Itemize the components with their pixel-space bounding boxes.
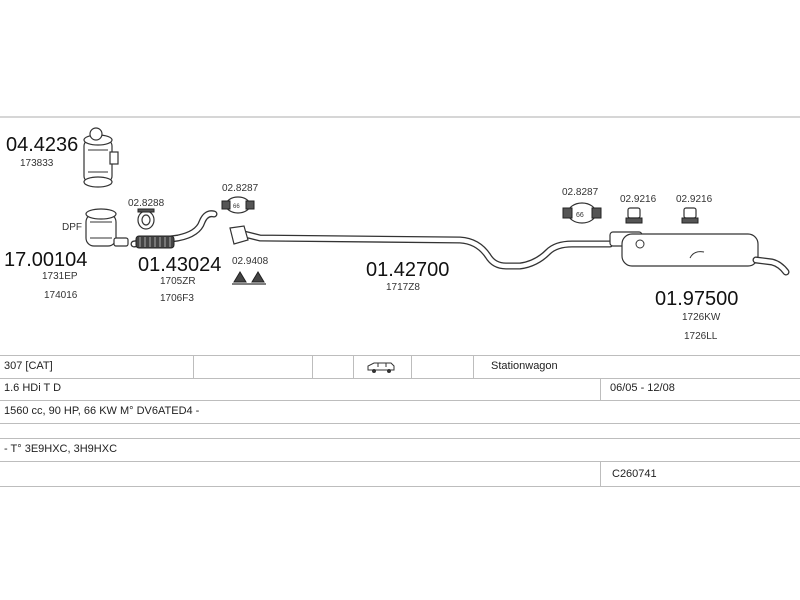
stationwagon-car-icon: [367, 362, 395, 373]
table-row-code: C260741: [0, 462, 800, 487]
part-04-4236[interactable]: [83, 127, 119, 188]
table-row-engine: 1.6 HDi T D 06/05 - 12/08: [0, 378, 800, 401]
part-number-02-9216-a: 02.9216: [620, 194, 657, 205]
middle-pipe-01-42700[interactable]: [229, 225, 614, 270]
part-number-02-9408: 02.9408: [232, 256, 269, 267]
part-number-01-42700: 01.42700: [366, 259, 449, 281]
part-number-01-43024: 01.43024: [138, 254, 221, 276]
clamp-02-8288[interactable]: [137, 208, 155, 230]
part-ref-1705zr: 1705ZR: [160, 276, 196, 287]
engine-spec: 1560 cc, 90 HP, 66 KW M° DV6ATED4 -: [4, 405, 200, 417]
production-years: 06/05 - 12/08: [610, 382, 675, 394]
part-number-02-8287-front: 02.8287: [222, 183, 259, 194]
body-type: Stationwagon: [491, 360, 558, 372]
part-ref-1726ll: 1726LL: [684, 331, 718, 342]
part-number-01-97500: 01.97500: [655, 288, 738, 310]
flex-pipe-01-43024[interactable]: [130, 210, 218, 249]
mount-02-9408[interactable]: [232, 271, 266, 285]
dpf-label: DPF: [62, 222, 82, 233]
part-ref-173833: 173833: [20, 158, 54, 169]
svg-text:66: 66: [576, 212, 584, 219]
part-ref-1731ep: 1731EP: [42, 271, 78, 282]
part-17-00104-dpf[interactable]: [85, 208, 129, 247]
model-name: 307 [CAT]: [4, 360, 53, 372]
part-number-02-8288: 02.8288: [128, 198, 165, 209]
catalog-code: C260741: [612, 468, 657, 480]
clamp-02-8287-front[interactable]: 66: [221, 196, 255, 214]
engine-name: 1.6 HDi T D: [4, 382, 62, 394]
type-codes: - T° 3E9HXC, 3H9HXC: [4, 443, 118, 455]
part-ref-1726kw: 1726KW: [682, 312, 721, 323]
clamp-02-8287-rear[interactable]: 66: [562, 202, 602, 224]
part-number-02-9216-b: 02.9216: [676, 194, 713, 205]
rear-muffler-01-97500[interactable]: [609, 231, 790, 276]
table-row-model: 307 [CAT] Stationwagon: [0, 355, 800, 379]
table-row-blank: [0, 424, 800, 439]
part-number-02-8287-rear: 02.8287: [562, 187, 599, 198]
table-row-type: - T° 3E9HXC, 3H9HXC: [0, 439, 800, 462]
mount-02-9216-a[interactable]: [625, 207, 643, 224]
part-number-04-4236: 04.4236: [6, 134, 78, 156]
mount-02-9216-b[interactable]: [681, 207, 699, 224]
part-ref-1706f3: 1706F3: [160, 293, 194, 304]
part-ref-1717z8: 1717Z8: [386, 282, 420, 293]
svg-text:66: 66: [233, 204, 240, 210]
table-row-spec: 1560 cc, 90 HP, 66 KW M° DV6ATED4 -: [0, 401, 800, 424]
part-number-17-00104: 17.00104: [4, 249, 87, 271]
part-ref-174016: 174016: [44, 290, 78, 301]
